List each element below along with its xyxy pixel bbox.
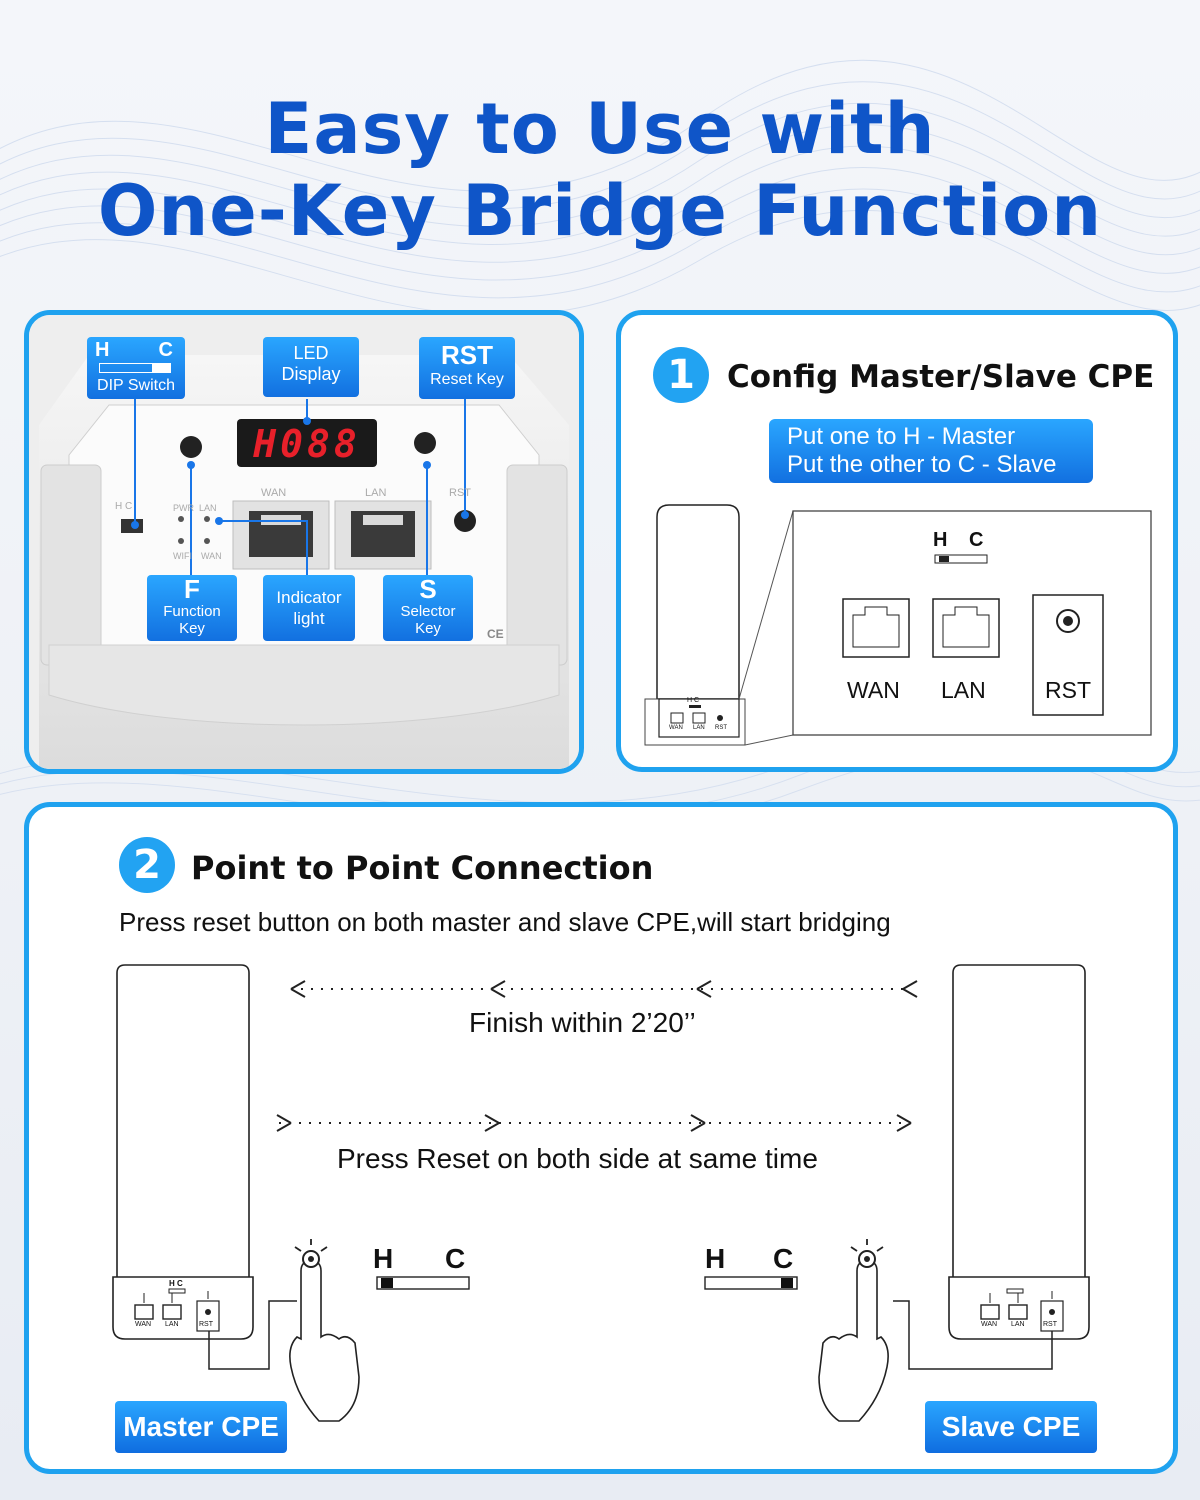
- press-reset-text: Press Reset on both side at same time: [337, 1143, 818, 1174]
- s-badge-line1: Selector: [400, 603, 456, 620]
- master-wan-label: WAN: [135, 1321, 152, 1328]
- led-label-wan: WAN: [201, 551, 222, 561]
- led-display-badge: LED Display: [263, 337, 359, 397]
- rst-badge-big: RST: [441, 340, 493, 370]
- led-label-wifi: WIFI: [173, 551, 192, 561]
- ce-mark: CE: [487, 627, 504, 641]
- dip-badge-c: C: [158, 339, 173, 361]
- s-badge-big: S: [419, 574, 437, 604]
- led-badge-line2: Display: [281, 364, 341, 384]
- wan-port-label: WAN: [847, 677, 900, 703]
- title-line-1: Easy to Use with: [264, 88, 936, 170]
- dip-marks: H C: [115, 501, 133, 512]
- indicator-badge-line2: light: [293, 609, 325, 628]
- rst-port-label: RST: [1045, 677, 1091, 703]
- f-badge-line2: Key: [179, 620, 205, 637]
- p2p-heading: Point to Point Connection: [191, 849, 654, 887]
- port-label-lan: LAN: [365, 487, 387, 499]
- slave-cpe-label: Slave CPE: [925, 1401, 1097, 1453]
- config-master-slave-panel: 1 Config Master/Slave CPE Put one to H -…: [616, 310, 1178, 772]
- instruction-line-2: Put the other to C - Slave: [787, 451, 1057, 478]
- config-port-diagram: [644, 504, 1152, 746]
- page-title: Easy to Use with One-Key Bridge Function: [0, 88, 1200, 252]
- port-label-rst: RST: [449, 487, 471, 499]
- instruction-line-1: Put one to H - Master: [787, 423, 1016, 450]
- press-arrow-right: [276, 1114, 912, 1132]
- function-key-badge: F Function Key: [147, 575, 237, 641]
- finish-time-text: Finish within 2’20’’: [469, 1007, 696, 1038]
- slave-switch-h: H: [705, 1243, 726, 1274]
- master-switch-c: C: [445, 1243, 466, 1274]
- master-rst-label: RST: [199, 1321, 213, 1328]
- master-device-outline: [112, 964, 254, 1340]
- master-switch-h: H: [373, 1243, 394, 1274]
- dip-badge-switch-icon: [99, 363, 171, 373]
- led-display-digits: H088: [253, 422, 361, 466]
- step-1-badge: 1: [653, 347, 709, 403]
- mini-rst-label: RST: [715, 725, 727, 731]
- device-photo-panel: H088 WAN LAN RST H C PWR LAN WIFI WAN CE…: [24, 310, 584, 774]
- config-heading: Config Master/Slave CPE: [727, 359, 1155, 395]
- master-cpe-label: Master CPE: [115, 1401, 287, 1453]
- s-badge-line2: Key: [415, 620, 441, 637]
- reset-key-badge: RST Reset Key: [419, 337, 515, 399]
- indicator-light-badge: Indicator light: [263, 575, 355, 641]
- master-hc-label: H C: [169, 1279, 183, 1288]
- mini-wan-label: WAN: [669, 725, 683, 731]
- slave-device-outline: [948, 964, 1090, 1340]
- slave-lan-label: LAN: [1011, 1321, 1025, 1328]
- slave-wan-label: WAN: [981, 1321, 998, 1328]
- switch-label-h: H: [933, 529, 948, 551]
- f-badge-big: F: [184, 574, 200, 604]
- selector-key-badge: S Selector Key: [383, 575, 473, 641]
- p2p-subtitle: Press reset button on both master and sl…: [119, 907, 891, 937]
- lan-port-label: LAN: [941, 677, 986, 703]
- led-badge-line1: LED: [293, 343, 329, 363]
- dip-badge-h: H: [95, 339, 110, 361]
- rst-badge-small: Reset Key: [430, 371, 504, 388]
- switch-label-c: C: [969, 529, 984, 551]
- led-label-pwr: PWR: [173, 503, 194, 513]
- f-badge-line1: Function: [163, 603, 221, 620]
- config-instruction-box: Put one to H - Master Put the other to C…: [769, 419, 1093, 483]
- slave-switch-c: C: [773, 1243, 794, 1274]
- finish-arrow-left: [290, 980, 918, 998]
- mini-hc-label: H C: [687, 697, 700, 704]
- dip-badge-label: DIP Switch: [97, 377, 175, 394]
- title-line-2: One-Key Bridge Function: [97, 170, 1103, 252]
- master-hand-icon: [289, 1260, 360, 1422]
- point-to-point-panel: 2 Point to Point Connection Press reset …: [24, 802, 1178, 1474]
- slave-rst-label: RST: [1043, 1321, 1057, 1328]
- step-2-badge: 2: [119, 837, 175, 893]
- led-label-lan: LAN: [199, 503, 217, 513]
- mini-lan-label: LAN: [693, 725, 705, 731]
- slave-hand-icon: [818, 1260, 889, 1422]
- p2p-connection-diagram: [112, 964, 1090, 1422]
- dip-switch-badge: H C DIP Switch: [87, 337, 185, 399]
- port-label-wan: WAN: [261, 487, 287, 499]
- master-lan-label: LAN: [165, 1321, 179, 1328]
- indicator-badge-line1: Indicator: [276, 588, 342, 607]
